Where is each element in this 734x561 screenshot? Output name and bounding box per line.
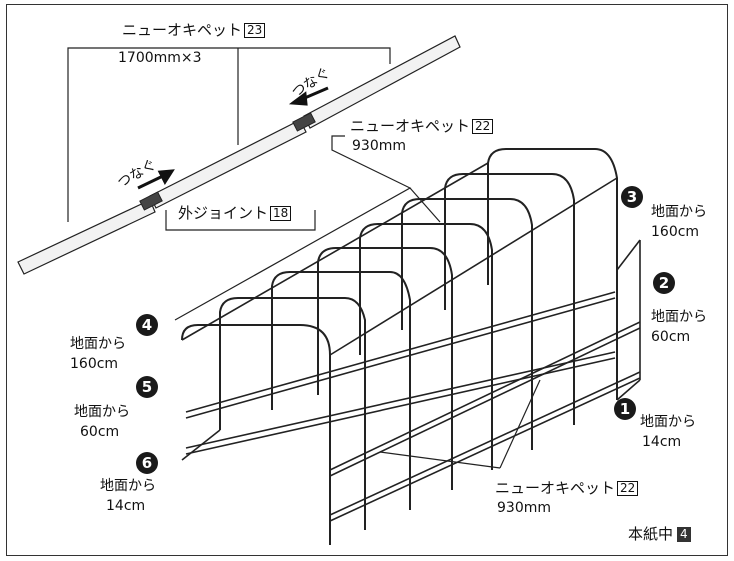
h4-height: 160cm — [70, 356, 119, 372]
marker-6: 6 — [136, 452, 158, 474]
h5-ground: 地面から — [74, 404, 130, 420]
arch-part-size-bottom: 930mm — [497, 500, 551, 516]
h4-ground: 地面から — [70, 336, 126, 352]
h2-height: 60cm — [651, 329, 691, 345]
h1-height: 14cm — [642, 434, 682, 450]
arch-callout-lines — [174, 135, 541, 469]
h2-ground: 地面から — [651, 309, 707, 325]
marker-5: 5 — [136, 376, 158, 398]
long-rail — [17, 35, 461, 275]
h3-ground: 地面から — [651, 204, 707, 220]
rail-callout-lines — [67, 47, 391, 231]
joint-name: 外ジョイント — [178, 204, 269, 222]
h3-height: 160cm — [651, 224, 700, 240]
footer-text: 本紙中 — [628, 525, 674, 543]
h6-ground: 地面から — [100, 478, 156, 494]
top-part-name: ニューオキペット — [122, 21, 243, 39]
marker-4: 4 — [136, 314, 158, 336]
arch-part-name-top: ニューオキペット — [350, 117, 471, 135]
joint-number: 18 — [270, 206, 292, 221]
cage-rails — [181, 162, 641, 522]
marker-2: 2 — [653, 272, 675, 294]
arch-part-number-top: 22 — [472, 119, 494, 134]
joint-sleeves — [139, 112, 316, 211]
h5-height: 60cm — [80, 424, 120, 440]
join-arrows — [137, 86, 329, 190]
footer-number: 4 — [677, 527, 691, 542]
marker-3: 3 — [621, 186, 643, 208]
cage-arches — [180, 148, 618, 545]
top-part-size: 1700mm×3 — [118, 50, 202, 66]
arch-part-number-bottom: 22 — [617, 481, 639, 496]
h6-height: 14cm — [106, 498, 146, 514]
marker-1: 1 — [614, 398, 636, 420]
arch-part-size-top: 930mm — [352, 138, 406, 154]
top-part-number: 23 — [244, 23, 266, 38]
arch-part-name-bottom: ニューオキペット — [495, 479, 616, 497]
h1-ground: 地面から — [640, 414, 696, 430]
